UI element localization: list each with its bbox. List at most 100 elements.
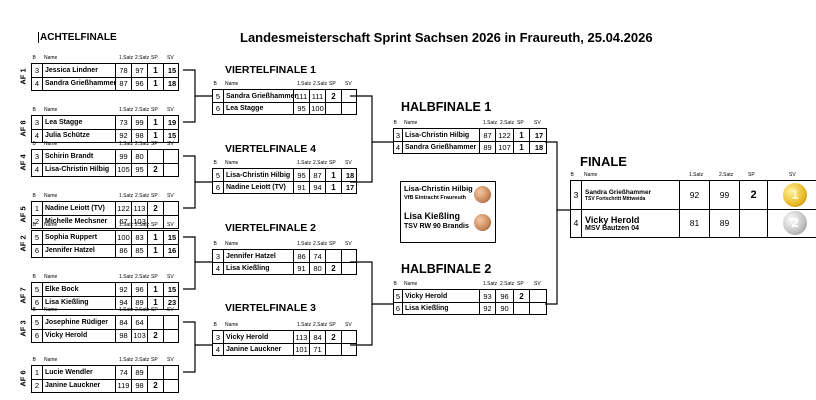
cell-sv: 23 bbox=[167, 298, 177, 307]
cell-sv: 15 bbox=[167, 233, 177, 242]
column-header-sp: SP bbox=[329, 241, 336, 247]
finale-cell-s2: 99 bbox=[710, 181, 740, 209]
cell-b: 2 bbox=[32, 215, 43, 228]
final-column-header-name: Name bbox=[584, 172, 598, 178]
cell-sv bbox=[530, 302, 548, 314]
column-header-sv: SV bbox=[167, 274, 174, 280]
cell-name: Sandra Grießhammer bbox=[43, 77, 116, 90]
cell-b: 6 bbox=[32, 244, 43, 257]
cell-sv bbox=[164, 163, 180, 176]
cell-sv bbox=[164, 329, 180, 342]
cell-name: Josephine Rüdiger bbox=[43, 316, 116, 329]
cell-s1: 113 bbox=[294, 331, 310, 343]
cell-s2: 95 bbox=[132, 163, 148, 176]
cell-s1: 93 bbox=[480, 290, 496, 302]
cell-name: Lisa Kießling bbox=[224, 262, 294, 274]
cell-s2: 84 bbox=[310, 331, 326, 343]
column-header-b: B bbox=[32, 55, 36, 61]
column-header-sp: SP bbox=[151, 107, 158, 113]
cell-sp bbox=[148, 215, 164, 228]
cell-name: Michelle Mechsner bbox=[43, 215, 116, 228]
column-header-b: B bbox=[32, 357, 36, 363]
column-header-s2: 2.Satz bbox=[500, 120, 515, 126]
cell-sv bbox=[164, 316, 180, 329]
cell-sv bbox=[342, 250, 358, 262]
cell-sv: 15 bbox=[167, 66, 177, 75]
cell-sv bbox=[164, 150, 180, 163]
third-place-box bbox=[400, 181, 496, 243]
cell-sp bbox=[148, 316, 164, 329]
cell-sv: 17 bbox=[345, 182, 355, 192]
column-header-s2: 2.Satz bbox=[135, 307, 150, 313]
finale-player-name: Vicky Herold bbox=[585, 214, 640, 225]
column-header-s1: 1.Satz bbox=[119, 107, 134, 113]
cell-b: 6 bbox=[213, 102, 224, 114]
column-header-s1: 1.Satz bbox=[297, 322, 312, 328]
cell-sp bbox=[326, 250, 342, 262]
cell-s2: 74 bbox=[310, 250, 326, 262]
column-header-name: Name bbox=[44, 107, 58, 113]
column-header-s1: 1.Satz bbox=[119, 222, 134, 228]
cell-s1: 74 bbox=[116, 366, 132, 379]
cell-name: Sandra Grießhammer bbox=[403, 141, 480, 153]
finale-cell-s1: 81 bbox=[680, 209, 710, 237]
cell-b: 5 bbox=[32, 231, 43, 244]
cell-sv: 18 bbox=[345, 170, 355, 180]
cell-s1: 122 bbox=[116, 202, 132, 215]
column-header-sv: SV bbox=[534, 281, 541, 287]
cell-s2: 85 bbox=[132, 244, 148, 257]
af-label: AF 5 bbox=[18, 206, 28, 223]
column-header-sp: SP bbox=[151, 193, 158, 199]
third-place-club: VfB Eintracht Fraureuth bbox=[404, 195, 467, 201]
cell-s1: 95 bbox=[294, 102, 310, 114]
column-header-s2: 2.Satz bbox=[313, 241, 328, 247]
final-column-header-s2: 2.Satz bbox=[719, 172, 734, 178]
column-header-sv: SV bbox=[167, 357, 174, 363]
column-header-sv: SV bbox=[167, 307, 174, 313]
column-header-s2: 2.Satz bbox=[135, 141, 150, 147]
finale-cell-s1: 92 bbox=[680, 181, 710, 209]
column-header-b: B bbox=[213, 241, 217, 247]
column-header-name: Name bbox=[44, 222, 58, 228]
cell-name: Elke Bock bbox=[43, 283, 116, 296]
cell-s1: 87 bbox=[480, 129, 496, 141]
column-header-s2: 2.Satz bbox=[135, 107, 150, 113]
cell-s2: 111 bbox=[310, 90, 326, 102]
column-header-sp: SP bbox=[329, 81, 336, 87]
cell-b: 5 bbox=[213, 169, 224, 181]
cell-b: 3 bbox=[213, 250, 224, 262]
column-header-s2: 2.Satz bbox=[135, 274, 150, 280]
column-header-s2: 2.Satz bbox=[313, 81, 328, 87]
cell-sv: 18 bbox=[534, 142, 544, 152]
column-header-name: Name bbox=[44, 274, 58, 280]
cell-name: Julia Schütze bbox=[43, 129, 116, 142]
cell-sv bbox=[530, 290, 548, 302]
cell-name: Lisa Kießling bbox=[403, 302, 480, 314]
column-header-b: B bbox=[213, 81, 217, 87]
column-header-b: B bbox=[32, 141, 36, 147]
cell-sp: 2 bbox=[148, 163, 164, 176]
finale-cell-medal: 1 bbox=[768, 181, 816, 209]
column-header-sv: SV bbox=[345, 160, 352, 166]
cell-sp: 1 bbox=[148, 116, 164, 129]
cell-sp: 2 bbox=[148, 379, 164, 392]
finale-title: FINALE bbox=[580, 154, 627, 169]
column-header-s2: 2.Satz bbox=[500, 281, 515, 287]
viertelfinale-2-title: VIERTELFINALE 2 bbox=[225, 222, 317, 234]
cell-name: Sandra Grießhammer bbox=[224, 90, 297, 102]
cell-sv: 15 bbox=[167, 285, 177, 294]
af-label: AF 6 bbox=[18, 370, 28, 387]
column-header-s1: 1.Satz bbox=[119, 357, 134, 363]
cell-sv bbox=[342, 90, 358, 102]
